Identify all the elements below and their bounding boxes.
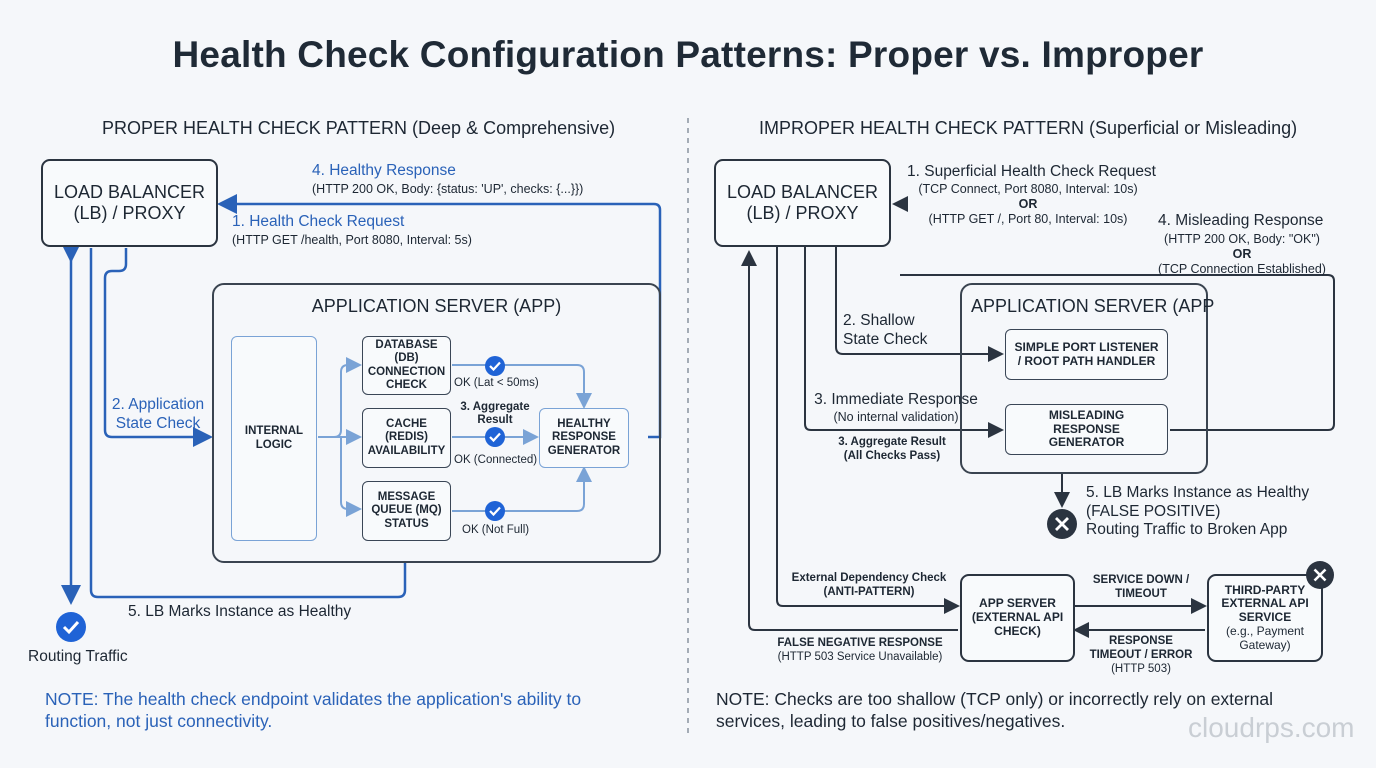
internal-logic-box: INTERNAL LOGIC [231,336,317,541]
false-neg-line2: (HTTP 503 Service Unavailable) [777,651,943,664]
lb-label-line1: LOAD BALANCER [726,182,879,202]
improper-pattern-heading: IMPROPER HEALTH CHECK PATTERN (Superfici… [759,118,1298,138]
fp-line3: Routing Traffic to Broken App [1086,521,1288,539]
page-title: Health Check Configuration Patterns: Pro… [172,34,1204,75]
false-negative-label: FALSE NEGATIVE RESPONSE (HTTP 503 Servic… [770,636,950,665]
ok-mq-label: OK (Not Full) [462,524,530,536]
watermark: cloudrps.com [1188,712,1355,743]
aggregate-all-pass: 3. Aggregate Result (All Checks Pass) [832,436,952,464]
agg-line1: 3. Aggregate Result [838,436,946,448]
fp-line2: (FALSE POSITIVE) [1086,502,1221,520]
app-server-external-box: APP SERVER (EXTERNAL API CHECK) [960,574,1075,662]
aggregate-label: 3. Aggregate Result [455,401,535,427]
shallow-check-label: 2. Shallow State Check [843,312,927,349]
third-party-label: THIRD-PARTY EXTERNAL API SERVICE [1221,582,1309,625]
external-dependency-label: External Dependency Check (ANTI-PATTERN) [785,572,953,600]
port-listener-box: SIMPLE PORT LISTENER / ROOT PATH HANDLER [1005,329,1168,380]
app-server-container-improper [960,283,1208,474]
resp-timeout-line1: RESPONSE [1109,635,1173,647]
immediate-response-label: 3. Immediate Response (No internal valid… [806,391,986,425]
step1-title: 1. Health Check Request [232,213,405,230]
third-party-api-box: THIRD-PARTY EXTERNAL API SERVICE (e.g., … [1207,574,1323,662]
false-positive-label: 5. LB Marks Instance as Healthy (FALSE P… [1086,484,1309,540]
x-circle-icon [1047,509,1077,539]
shallow-line2: State Check [843,330,928,348]
shallow-line1: 2. Shallow [843,312,915,329]
response-detail2: (TCP Connection Established) [1158,262,1326,276]
ext-line1: External Dependency Check [791,572,947,584]
routing-traffic-label: Routing Traffic [28,648,128,665]
x-circle-icon [1306,561,1334,589]
immediate-detail: (No internal validation) [833,409,959,424]
step4-title: 4. Healthy Response [312,162,456,179]
misleading-response-generator: MISLEADING RESPONSE GENERATOR [1005,404,1168,455]
check-circle-icon [485,501,505,521]
improper-note: NOTE: Checks are too shallow (TCP only) … [716,689,1273,731]
misleading-response-detail: (HTTP 200 OK, Body: "OK") OR (TCP Connec… [1158,232,1326,277]
request-or: OR [1018,197,1038,211]
third-party-example: (e.g., Payment Gateway) [1225,623,1305,652]
load-balancer-box: LOAD BALANCER (LB) / PROXY [41,159,218,247]
resp-timeout-line2: TIMEOUT / ERROR [1089,648,1193,661]
load-balancer-box-improper: LOAD BALANCER (LB) / PROXY [714,159,891,247]
mq-check-box: MESSAGE QUEUE (MQ) STATUS [362,481,451,541]
lb-label-line1: LOAD BALANCER [53,182,206,202]
proper-note: NOTE: The health check endpoint validate… [45,689,582,731]
step5-label: 5. LB Marks Instance as Healthy [128,603,352,620]
resp-timeout-line3: (HTTP 503) [1111,662,1171,675]
step2-line2: State Check [115,414,201,432]
aggregate-line1: 3. Aggregate [460,401,530,413]
fp-line1: 5. LB Marks Instance as Healthy [1086,484,1310,501]
lb-label-line2: (LB) / PROXY [73,203,186,223]
app-server-title-improper: APPLICATION SERVER (APP [971,296,1215,316]
misleading-response-title: 4. Misleading Response [1158,212,1324,229]
superficial-request-detail: (TCP Connect, Port 8080, Interval: 10s) … [908,182,1148,227]
step2-label: 2. Application State Check [104,396,212,433]
ext-line2: (ANTI-PATTERN) [823,585,915,598]
aggregate-line2: Result [477,414,513,427]
step4-detail: (HTTP 200 OK, Body: {status: 'UP', check… [312,182,584,196]
response-timeout-label: RESPONSE TIMEOUT / ERROR (HTTP 503) [1082,635,1200,676]
cache-check-box: CACHE (REDIS) AVAILABILITY [362,408,451,468]
proper-pattern-heading: PROPER HEALTH CHECK PATTERN (Deep & Comp… [102,118,616,138]
response-detail1: (HTTP 200 OK, Body: "OK") [1164,232,1320,246]
app-server-title: APPLICATION SERVER (APP) [311,296,562,316]
request-detail2: (HTTP GET /, Port 80, Interval: 10s) [928,212,1128,226]
ok-cache-label: OK (Connected) [454,454,538,466]
false-neg-line1: FALSE NEGATIVE RESPONSE [777,637,943,649]
response-or: OR [1232,247,1252,261]
check-circle-icon [56,612,86,642]
healthy-response-generator: HEALTHY RESPONSE GENERATOR [539,408,629,468]
check-circle-icon [485,356,505,376]
superficial-request-title: 1. Superficial Health Check Request [907,163,1156,180]
step1-detail: (HTTP GET /health, Port 8080, Interval: … [232,233,472,247]
step2-line1: 2. Application [111,396,205,413]
request-detail1: (TCP Connect, Port 8080, Interval: 10s) [918,182,1138,196]
check-circle-icon [485,427,505,447]
db-check-box: DATABASE (DB) CONNECTION CHECK [362,336,451,395]
ok-db-label: OK (Lat < 50ms) [454,377,539,389]
service-down-label: SERVICE DOWN / TIMEOUT [1092,574,1190,600]
agg-line2: (All Checks Pass) [843,449,941,462]
app-server-container [212,283,661,563]
lb-label-line2: (LB) / PROXY [746,203,859,223]
immediate-title: 3. Immediate Response [814,391,978,408]
